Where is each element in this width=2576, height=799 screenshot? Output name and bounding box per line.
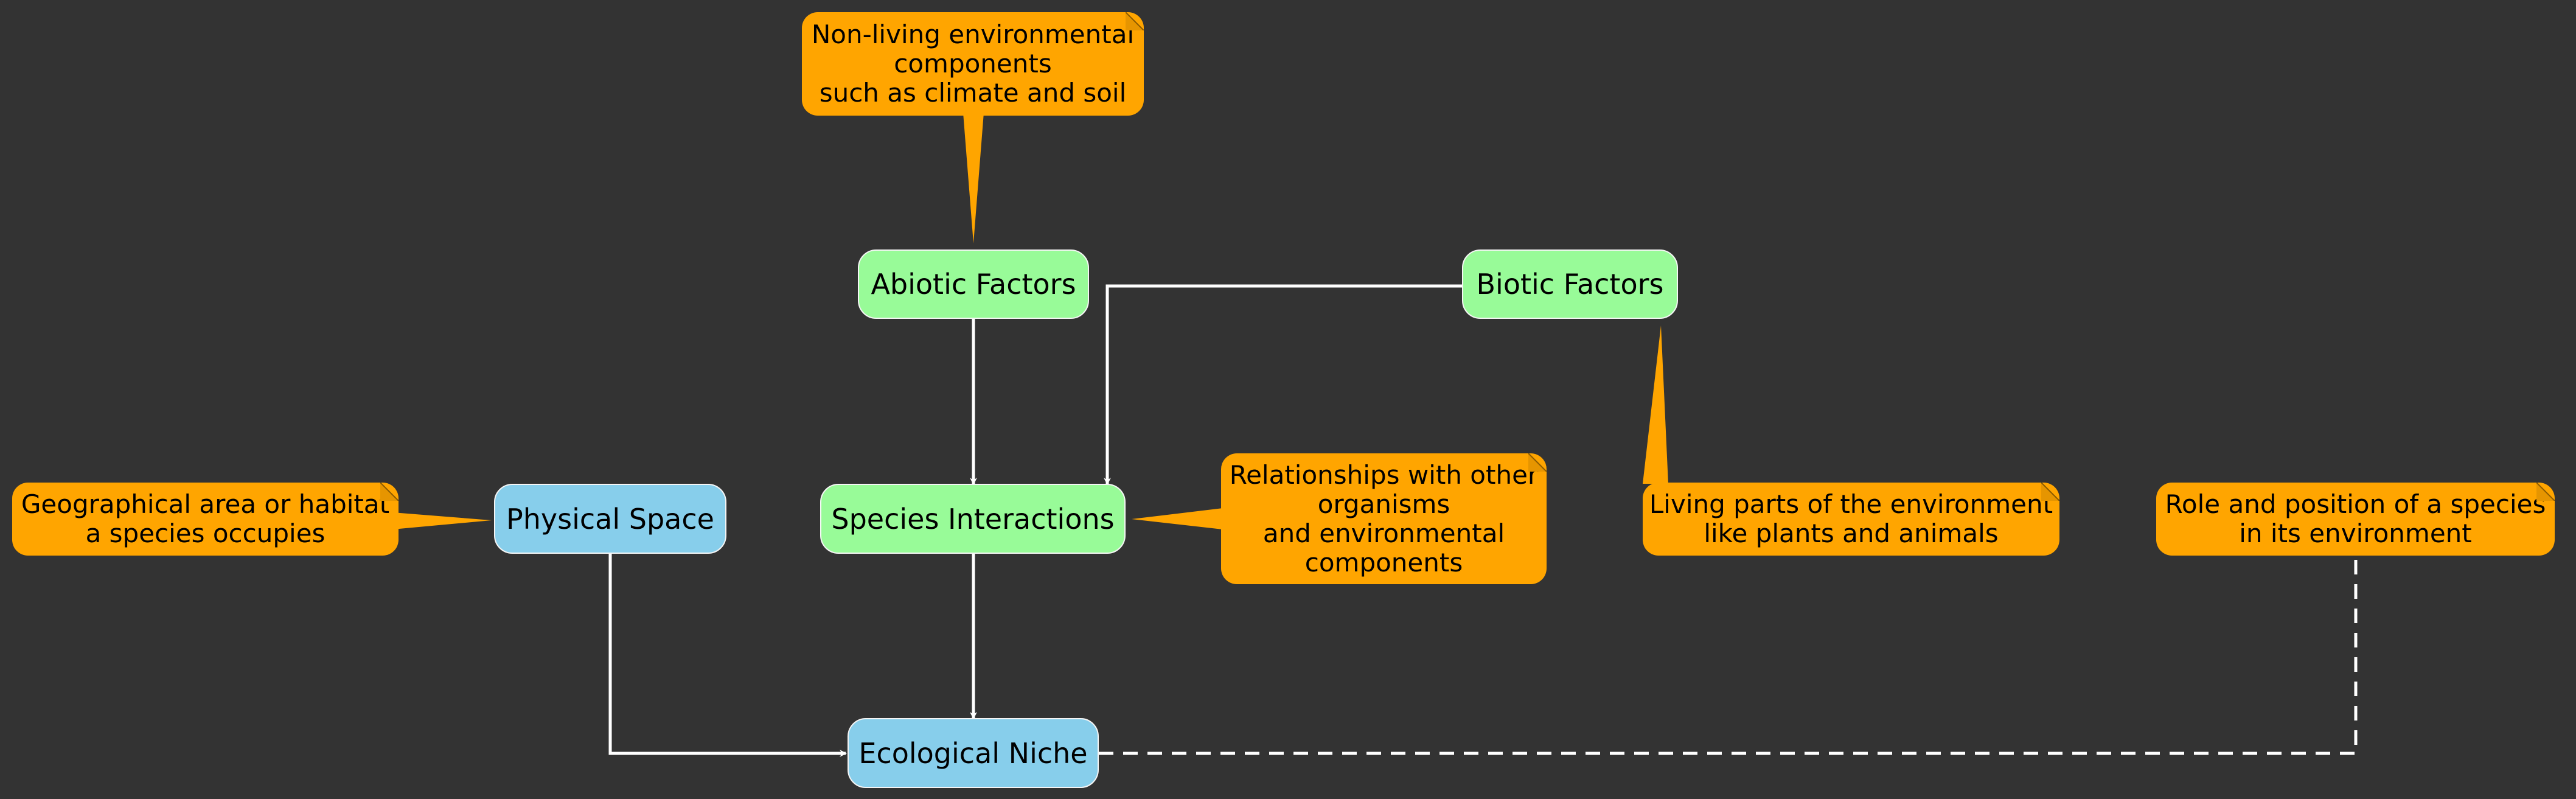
edge-niche-to-note-dashed <box>1099 557 2358 755</box>
node-species-interactions-label: Species Interactions <box>831 502 1115 536</box>
note-biotic-text: Living parts of the environment like pla… <box>1649 489 2053 548</box>
note-biotic: Living parts of the environment like pla… <box>1643 483 2059 556</box>
note-niche: Role and position of a species in its en… <box>2156 483 2555 556</box>
note-physical: Geographical area or habitat a species o… <box>12 483 399 556</box>
node-abiotic-factors: Abiotic Factors <box>858 249 1089 319</box>
note-pointer-interactions <box>1132 508 1223 529</box>
note-fold-icon <box>1528 453 1547 472</box>
node-physical-space-label: Physical Space <box>506 502 714 536</box>
note-pointer-biotic <box>1643 326 1668 484</box>
node-abiotic-factors-label: Abiotic Factors <box>871 268 1076 301</box>
note-fold-icon <box>380 483 399 501</box>
note-niche-text: Role and position of a species in its en… <box>2165 489 2546 548</box>
note-fold-icon <box>2536 483 2555 501</box>
note-physical-text: Geographical area or habitat a species o… <box>21 489 390 548</box>
note-interactions-text: Relationships with other organisms and e… <box>1229 459 1539 577</box>
edge-physical-to-niche <box>608 554 847 757</box>
note-interactions: Relationships with other organisms and e… <box>1221 453 1547 584</box>
note-pointer-physical <box>392 512 492 529</box>
note-pointer-abiotic <box>963 113 984 243</box>
note-fold-icon <box>1126 12 1144 30</box>
node-ecological-niche-label: Ecological Niche <box>858 736 1088 770</box>
note-abiotic: Non-living environmental components such… <box>802 12 1144 116</box>
node-species-interactions: Species Interactions <box>820 484 1126 554</box>
note-fold-icon <box>2041 483 2059 501</box>
edge-biotic-to-interactions <box>1104 284 1462 485</box>
note-abiotic-text: Non-living environmental components such… <box>811 19 1135 108</box>
node-biotic-factors: Biotic Factors <box>1462 249 1678 319</box>
node-biotic-factors-label: Biotic Factors <box>1476 268 1664 301</box>
node-ecological-niche: Ecological Niche <box>848 718 1099 788</box>
node-physical-space: Physical Space <box>494 484 726 554</box>
